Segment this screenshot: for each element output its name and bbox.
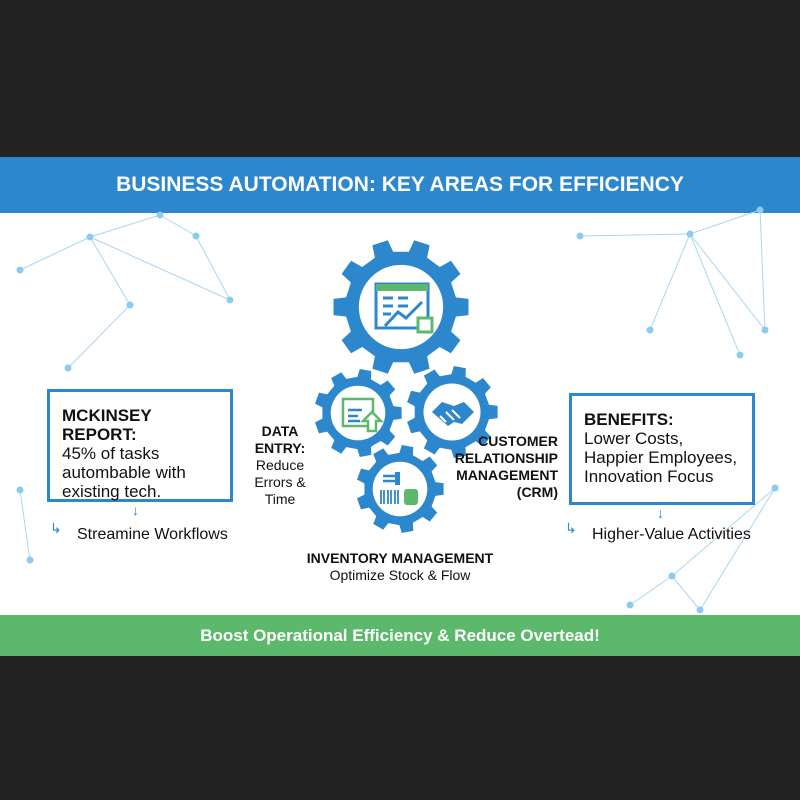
spreadsheet-chart-icon [374,282,434,334]
arrow-right-icon: ↳ [565,520,577,536]
label-title: DATA ENTRY: [254,423,306,456]
network-node [64,364,72,372]
title-banner: BUSINESS AUTOMATION: KEY AREAS FOR EFFIC… [0,157,800,213]
network-node [156,211,164,219]
network-line [699,487,776,611]
benefits-box: BENEFITS: Lower Costs, Happier Employees… [569,393,755,505]
handshake-icon [432,402,474,426]
network-line [759,209,766,331]
network-node [192,232,200,240]
network-line [649,233,691,331]
box-text: Lower Costs, Happier Employees, Innovati… [584,429,738,486]
gear-center [372,461,428,517]
arrow-down-icon: ↓ [132,502,139,518]
network-node [16,266,24,274]
network-node [126,301,134,309]
network-line [89,214,161,238]
network-node [761,326,769,334]
label-text: Optimize Stock & Flow [329,567,471,583]
network-line [629,575,673,606]
data-upload-icon [341,397,385,433]
network-line [67,304,131,369]
network-node [626,601,634,609]
mckinsey-report-box: MCKINSEY REPORT: 45% of tasks autombable… [47,389,233,502]
network-line [89,236,131,306]
arrow-down-icon: ↓ [657,505,664,521]
network-node [756,206,764,214]
footer-text: Boost Operational Efficiency & Reduce Ov… [200,625,600,645]
network-node [86,233,94,241]
data-entry-label: DATA ENTRY: Reduce Errors & Time [238,423,322,508]
label-title: INVENTORY MANAGEMENT [306,550,494,566]
network-line [195,235,231,301]
network-line [689,233,741,356]
gear-inventory [357,445,444,533]
network-line [689,233,766,331]
network-node [696,606,704,614]
barcode-scanner-icon [380,472,418,505]
box-title: MCKINSEY REPORT: [62,406,152,444]
network-node [736,351,744,359]
box-title: BENEFITS: [584,410,674,429]
network-line [19,489,31,561]
left-outcome: Streamine Workflows [77,526,228,543]
network-node [668,572,676,580]
network-line [89,236,231,301]
inventory-label: INVENTORY MANAGEMENT Optimize Stock & Fl… [300,550,500,584]
network-line [159,214,197,237]
network-line [671,487,776,577]
network-line [671,575,701,611]
footer-banner: Boost Operational Efficiency & Reduce Ov… [0,615,800,656]
page-title: BUSINESS AUTOMATION: KEY AREAS FOR EFFIC… [116,173,684,196]
label-text: Reduce Errors & Time [254,457,306,507]
arrow-right-icon: ↳ [50,520,62,536]
network-node [686,230,694,238]
network-node [771,484,779,492]
right-outcome: Higher-Value Activities [592,526,751,543]
crm-label: CUSTOMER RELATIONSHIP MANAGEMENT (CRM) [454,433,558,500]
network-node [16,486,24,494]
box-text: 45% of tasks autombable with existing te… [62,444,186,501]
network-line [19,236,91,271]
network-node [576,232,584,240]
network-node [226,296,234,304]
gear-data-entry [315,369,402,457]
network-node [646,326,654,334]
network-line [689,209,761,235]
network-node [26,556,34,564]
network-line [579,233,691,237]
